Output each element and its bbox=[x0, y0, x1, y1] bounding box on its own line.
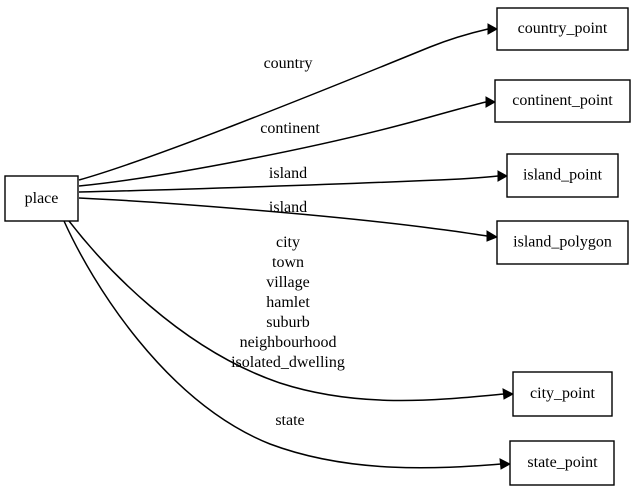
arrowhead-island-point bbox=[497, 170, 509, 182]
edge-label-city-line-neighbourhood: neighbourhood bbox=[240, 334, 337, 351]
node-state-point-box bbox=[509, 440, 615, 486]
edge-label-city-line-suburb: suburb bbox=[266, 314, 310, 331]
edge-place-to-city-point[interactable] bbox=[68, 220, 515, 402]
node-place-label: place bbox=[25, 190, 59, 207]
arrowhead-state-point bbox=[499, 458, 512, 470]
edge-place-to-island-point[interactable] bbox=[78, 170, 509, 193]
node-country-point-label: country_point bbox=[518, 20, 608, 37]
node-island-point-box bbox=[506, 153, 619, 198]
edge-place-to-continent-point[interactable] bbox=[78, 96, 497, 187]
node-island-point-label: island_point bbox=[523, 167, 603, 184]
edge-path-state bbox=[63, 220, 502, 469]
node-country-point[interactable]: country_point bbox=[496, 7, 629, 51]
edge-place-to-island-polygon[interactable] bbox=[78, 197, 499, 242]
edge-label-city-line-hamlet: hamlet bbox=[266, 294, 310, 311]
node-island-polygon-label: island_polygon bbox=[513, 234, 612, 251]
arrowhead-country-point bbox=[487, 23, 499, 35]
edge-label-state: state bbox=[275, 412, 304, 429]
edge-path-country bbox=[78, 28, 489, 181]
edge-label-continent: continent bbox=[260, 120, 320, 137]
node-island-polygon[interactable]: island_polygon bbox=[496, 220, 629, 265]
node-island-polygon-box bbox=[496, 220, 629, 265]
edge-place-to-country-point[interactable] bbox=[78, 23, 499, 181]
node-state-point[interactable]: state_point bbox=[509, 440, 615, 486]
edge-path-city bbox=[68, 220, 505, 402]
arrowhead-continent-point bbox=[485, 96, 497, 108]
arrowhead-island-polygon bbox=[486, 230, 499, 242]
edge-label-country: country bbox=[264, 55, 313, 72]
node-continent-point[interactable]: continent_point bbox=[494, 79, 631, 123]
edge-label-city-multiline: city town village hamlet suburb neighbou… bbox=[231, 234, 345, 371]
arrowhead-city-point bbox=[502, 388, 515, 400]
edge-label-city-line-village: village bbox=[266, 274, 310, 291]
edge-label-city-line-isolated-dwelling: isolated_dwelling bbox=[231, 354, 345, 371]
node-city-point-label: city_point bbox=[530, 385, 595, 402]
edge-label-island-point: island bbox=[269, 165, 307, 182]
node-island-point[interactable]: island_point bbox=[506, 153, 619, 198]
node-country-point-box bbox=[496, 7, 629, 51]
node-continent-point-label: continent_point bbox=[512, 92, 613, 109]
node-state-point-label: state_point bbox=[527, 454, 598, 471]
node-city-point-box bbox=[512, 371, 613, 417]
edge-path-island-polygon bbox=[78, 197, 488, 237]
edge-path-island-point bbox=[78, 175, 499, 193]
edge-label-city-line-city: city bbox=[276, 234, 300, 251]
edge-label-city-line-town: town bbox=[272, 254, 304, 271]
node-place[interactable]: place bbox=[4, 175, 79, 222]
node-continent-point-box bbox=[494, 79, 631, 123]
edge-path-continent bbox=[78, 101, 487, 187]
node-place-box bbox=[4, 175, 79, 222]
edge-place-to-state-point[interactable] bbox=[63, 220, 512, 470]
node-city-point[interactable]: city_point bbox=[512, 371, 613, 417]
edge-label-island-polygon: island bbox=[269, 199, 307, 216]
